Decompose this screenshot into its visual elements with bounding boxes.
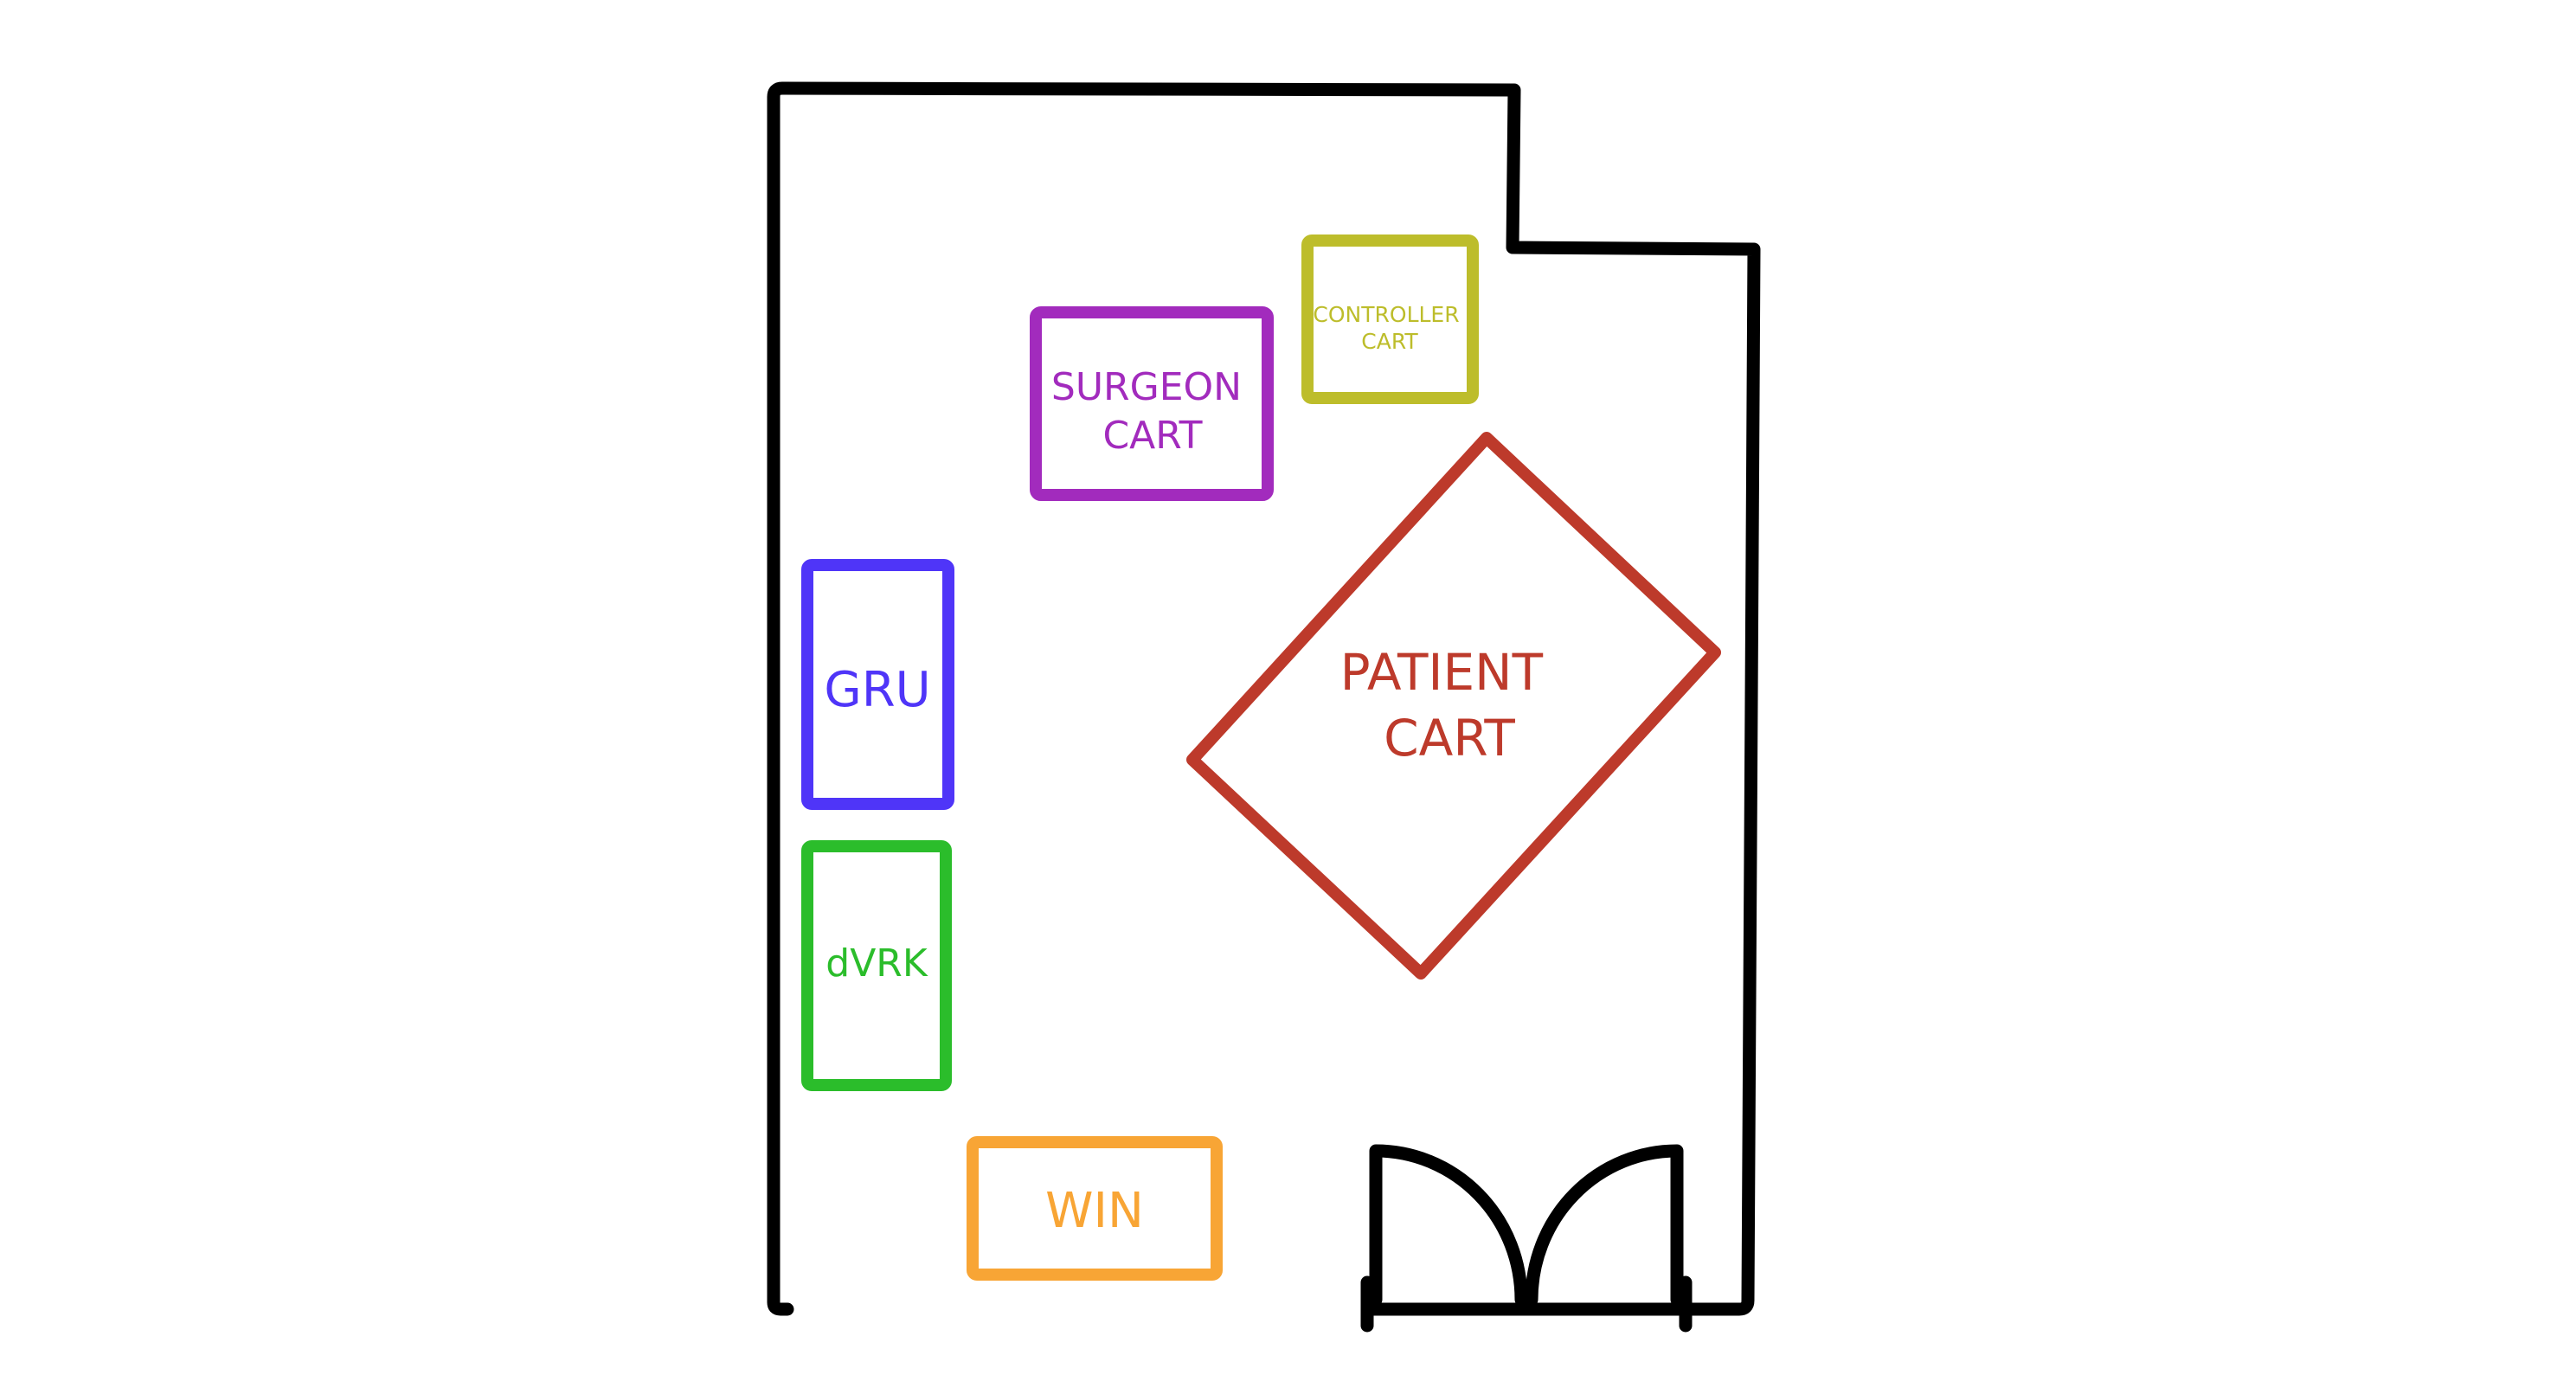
win-box (967, 1136, 1223, 1281)
gru-box (801, 559, 954, 810)
patient-cart-label: PATIENT CART (1340, 643, 1559, 768)
gru-label: GRU (824, 662, 930, 718)
dvrk-box (801, 840, 952, 1091)
controller-cart-label-line-1: CONTROLLER (1313, 302, 1459, 327)
patient-cart-label-line-1: PATIENT (1340, 643, 1544, 702)
surgeon-cart: SURGEON CART (1030, 306, 1274, 501)
patient-cart: PATIENT CART (1186, 432, 1721, 980)
controller-cart: CONTROLLER CART (1301, 234, 1479, 404)
controller-cart-label: CONTROLLER CART (1313, 302, 1466, 354)
patient-cart-box (1186, 432, 1721, 980)
gru: GRU (801, 559, 954, 810)
dvrk: dVRK (801, 840, 952, 1091)
dvrk-label: dVRK (825, 941, 928, 986)
patient-cart-label-line-2: CART (1384, 709, 1515, 768)
surgeon-cart-label-line-2: CART (1102, 414, 1202, 458)
surgeon-cart-label-line-1: SURGEON (1051, 365, 1242, 409)
controller-cart-box (1301, 234, 1479, 404)
win: WIN (967, 1136, 1223, 1281)
win-label: WIN (1045, 1183, 1144, 1239)
controller-cart-label-line-2: CART (1361, 329, 1418, 354)
surgeon-cart-label: SURGEON CART (1051, 365, 1254, 458)
double-door (1360, 1144, 1693, 1333)
room-outline (767, 81, 1761, 1316)
right-door-leaf (1525, 1144, 1684, 1307)
left-door-leaf (1369, 1144, 1528, 1307)
surgeon-cart-box (1030, 306, 1274, 501)
